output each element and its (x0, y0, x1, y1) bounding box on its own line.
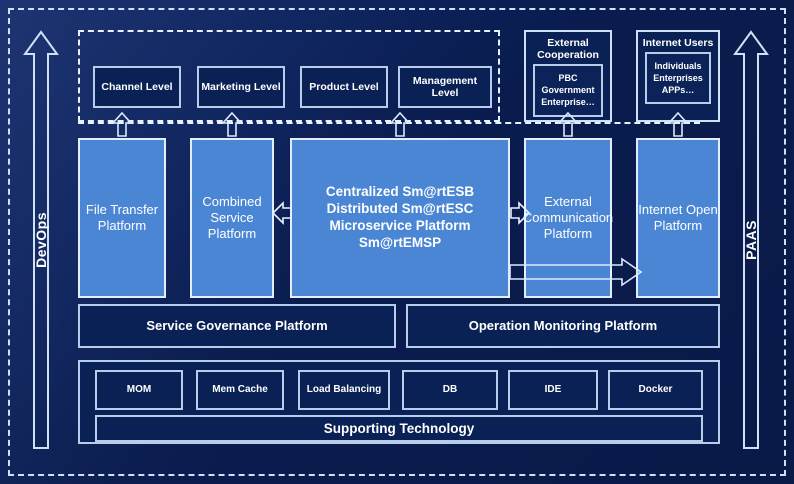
up-arrow-icon (23, 30, 59, 449)
platform-file-transfer[interactable]: File Transfer Platform (78, 138, 166, 298)
tech-mem-cache[interactable]: Mem Cache (196, 370, 284, 410)
connector-up-arrow (111, 111, 133, 137)
app-level-label: Channel Level (101, 80, 173, 93)
paas-rail: PAAS (733, 28, 769, 452)
panel-operation-monitoring[interactable]: Operation Monitoring Platform (406, 304, 720, 348)
devops-label: DevOps (33, 212, 49, 268)
tech-label: Docker (638, 384, 673, 396)
tech-label: DB (442, 384, 458, 396)
group-title: External Cooperation (537, 37, 599, 62)
app-level-marketing[interactable]: Marketing Level (197, 66, 285, 108)
group-detail: PBC Government Enterprise… (533, 64, 603, 117)
tech-label: MOM (126, 384, 152, 396)
panel-label: Service Governance Platform (146, 317, 328, 333)
platform-core-esb[interactable]: Centralized Sm@rtESB Distributed Sm@rtES… (290, 138, 510, 298)
platform-label: Internet Open Platform (638, 201, 718, 233)
supporting-technology-bar[interactable]: Supporting Technology (95, 415, 703, 442)
platform-label: File Transfer Platform (85, 201, 159, 233)
tech-docker[interactable]: Docker (608, 370, 703, 410)
connector-up-arrow (557, 111, 579, 137)
connector-up-arrow (667, 111, 689, 137)
platform-label: Centralized Sm@rtESB Distributed Sm@rtES… (325, 184, 475, 250)
supporting-technology-label: Supporting Technology (323, 420, 475, 436)
platform-label: Combined Service Platform (202, 193, 262, 242)
panel-label: Operation Monitoring Platform (468, 317, 658, 333)
application-layer-boundary (78, 30, 500, 122)
tech-label: IDE (544, 384, 562, 396)
paas-label: PAAS (743, 220, 759, 260)
app-level-label: Management Level (412, 74, 478, 99)
app-level-product[interactable]: Product Level (300, 66, 388, 108)
up-arrow-icon (733, 30, 769, 449)
platform-label: External Communication Platform (522, 193, 614, 242)
app-level-management[interactable]: Management Level (398, 66, 492, 108)
platform-external-communication[interactable]: External Communication Platform (522, 138, 614, 298)
layer-separator (78, 122, 700, 124)
internet-users-group[interactable]: Internet Users Individuals Enterprises A… (636, 30, 720, 122)
tech-db[interactable]: DB (402, 370, 498, 410)
platform-combined-service[interactable]: Combined Service Platform (190, 138, 274, 298)
group-title: Internet Users (642, 37, 714, 49)
app-level-label: Marketing Level (201, 80, 281, 93)
tech-mom[interactable]: MOM (95, 370, 183, 410)
external-cooperation-group[interactable]: External Cooperation PBC Government Ente… (524, 30, 612, 122)
platform-internet-open[interactable]: Internet Open Platform (636, 138, 720, 298)
panel-service-governance[interactable]: Service Governance Platform (78, 304, 396, 348)
tech-load-balancing[interactable]: Load Balancing (298, 370, 390, 410)
app-level-channel[interactable]: Channel Level (93, 66, 181, 108)
tech-label: Mem Cache (212, 384, 268, 396)
outer-boundary (8, 8, 786, 476)
group-detail: Individuals Enterprises APPs… (645, 52, 711, 105)
connector-up-arrow (389, 111, 411, 137)
app-level-label: Product Level (309, 80, 379, 93)
tech-label: Load Balancing (306, 384, 382, 396)
devops-rail: DevOps (23, 28, 59, 452)
connector-up-arrow (221, 111, 243, 137)
tech-ide[interactable]: IDE (508, 370, 598, 410)
